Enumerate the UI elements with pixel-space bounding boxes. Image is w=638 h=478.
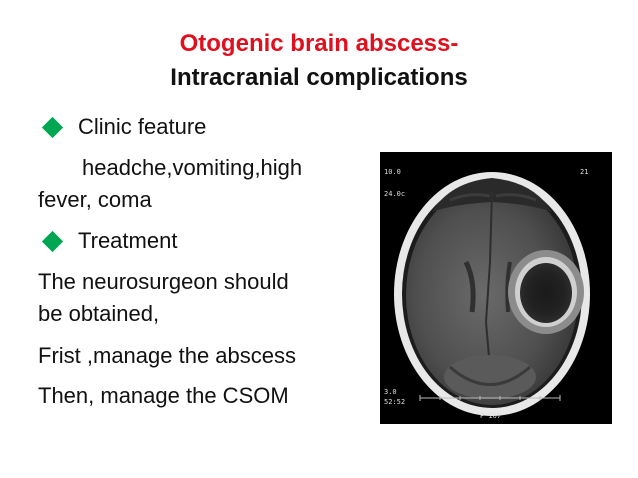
treatment-line-2: be obtained, — [38, 301, 160, 326]
svg-text:P 107: P 107 — [480, 412, 501, 420]
symptoms-line-2: fever, coma — [38, 187, 152, 212]
ct-scan-image: 10.0 24.0c 21 3.0 52:52 P 107 — [380, 152, 612, 424]
slide-subtitle: Intracranial complications — [170, 64, 468, 91]
slide-title: Otogenic brain abscess- — [179, 30, 459, 57]
bullet-treatment: Treatment — [78, 228, 178, 253]
svg-text:21: 21 — [580, 168, 588, 176]
svg-text:3.0: 3.0 — [384, 388, 397, 396]
svg-text:10.0: 10.0 — [384, 168, 401, 176]
diamond-bullet-icon — [41, 116, 64, 139]
symptoms-line-1: headche,vomiting,high — [82, 155, 303, 180]
treatment-line-3: Frist ,manage the abscess — [38, 343, 297, 368]
svg-text:24.0c: 24.0c — [384, 190, 405, 198]
ct-scan-graphic: 10.0 24.0c 21 3.0 52:52 P 107 — [380, 152, 612, 424]
bullet-clinic-feature: Clinic feature — [78, 114, 207, 139]
treatment-line-1: The neurosurgeon should — [38, 269, 289, 294]
svg-text:52:52: 52:52 — [384, 398, 405, 406]
diamond-bullet-icon — [41, 230, 64, 253]
treatment-line-4: Then, manage the CSOM — [38, 383, 289, 408]
